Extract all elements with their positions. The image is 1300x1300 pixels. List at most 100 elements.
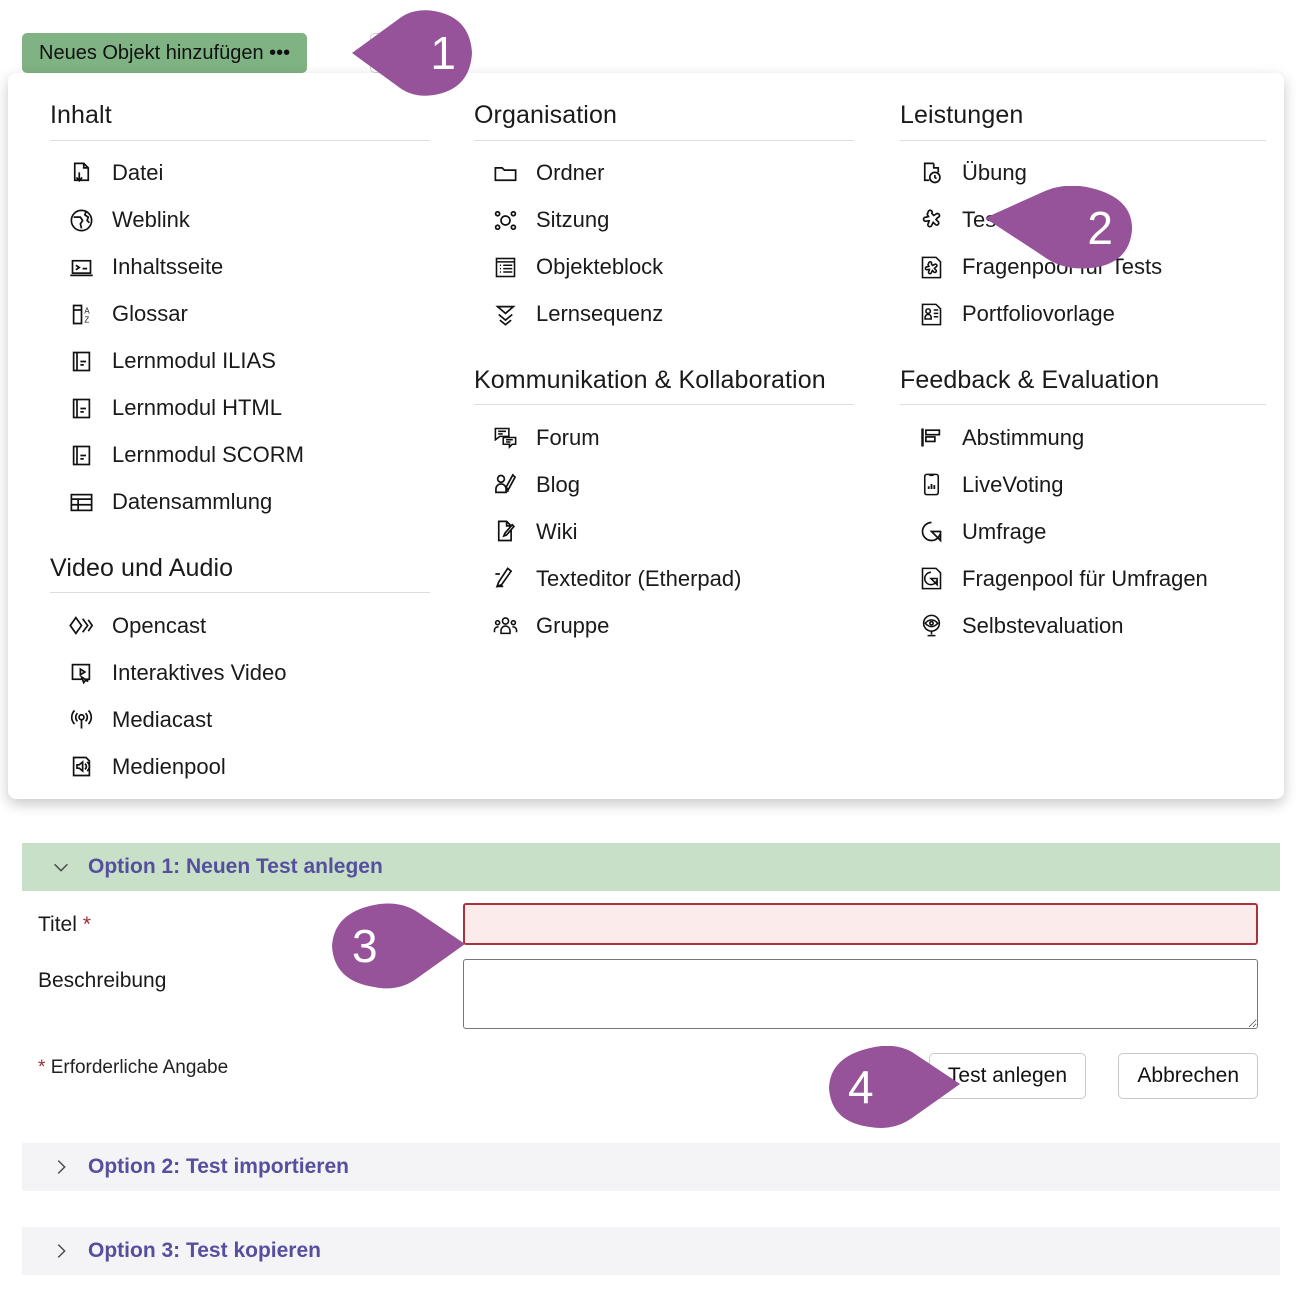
page-pencil-icon bbox=[490, 517, 520, 547]
puzzle-icon bbox=[916, 205, 946, 235]
create-test-button[interactable]: Test anlegen bbox=[928, 1053, 1086, 1099]
page-clock-icon bbox=[916, 158, 946, 188]
chevron-right-icon bbox=[50, 1240, 72, 1262]
menu-item-texteditor-etherpad[interactable]: Texteditor (Etherpad) bbox=[474, 555, 854, 602]
menu-item-interaktives-video[interactable]: Interaktives Video bbox=[50, 649, 430, 696]
session-nodes-icon bbox=[490, 205, 520, 235]
menu-item-ordner[interactable]: Ordner bbox=[474, 150, 854, 197]
broadcast-icon bbox=[66, 705, 96, 735]
menu-item-label: Selbstevaluation bbox=[962, 612, 1124, 638]
menu-item-medienpool[interactable]: Medienpool bbox=[50, 743, 430, 790]
accordion-title: Option 1: Neuen Test anlegen bbox=[88, 855, 383, 878]
menu-item-test[interactable]: Test bbox=[900, 197, 1266, 244]
title-input[interactable] bbox=[463, 903, 1258, 945]
menu-item-lernsequenz[interactable]: Lernsequenz bbox=[474, 291, 854, 338]
portfolio-person-icon bbox=[916, 299, 946, 329]
menu-item-label: Forum bbox=[536, 424, 600, 450]
menu-item-label: Lernsequenz bbox=[536, 301, 664, 326]
puzzle-page-icon bbox=[916, 252, 946, 282]
pie-page-icon bbox=[916, 564, 946, 594]
menu-item-label: Sitzung bbox=[536, 207, 610, 232]
menu-item-objekteblock[interactable]: Objekteblock bbox=[474, 244, 854, 291]
content-page-icon bbox=[66, 252, 96, 282]
menu-item-label: Ordner bbox=[536, 160, 605, 185]
dropdown-column-2: Organisation Ordner Sitzung Objekteblock bbox=[474, 101, 854, 649]
menu-item-label: Objekteblock bbox=[536, 254, 664, 279]
form-button-row: Test anlegen Abbrechen bbox=[463, 1053, 1258, 1101]
marker-teardrop-shape bbox=[352, 10, 472, 96]
description-textarea[interactable] bbox=[463, 959, 1258, 1029]
section-divider bbox=[474, 404, 854, 405]
required-note-text: Erforderliche Angabe bbox=[50, 1057, 229, 1078]
menu-item-livevoting[interactable]: LiveVoting bbox=[900, 461, 1266, 508]
section-video-und-audio: Video und Audio Opencast Interaktives Vi… bbox=[50, 554, 430, 791]
menu-item-opencast[interactable]: Opencast bbox=[50, 602, 430, 649]
etherpad-pencil-icon bbox=[490, 564, 520, 594]
menu-item-lernmodul-scorm[interactable]: Lernmodul SCORM bbox=[50, 432, 430, 479]
menu-item-label: Lernmodul HTML bbox=[112, 395, 282, 420]
svg-text:A: A bbox=[84, 306, 90, 315]
title-label-text: Titel bbox=[38, 913, 77, 936]
menu-item-selbstevaluation[interactable]: Selbstevaluation bbox=[900, 602, 1266, 649]
menu-item-fragenpool-fuer-umfragen[interactable]: Fragenpool für Umfragen bbox=[900, 555, 1266, 602]
menu-item-label: Lernmodul SCORM bbox=[112, 442, 304, 467]
menu-item-wiki[interactable]: Wiki bbox=[474, 508, 854, 555]
cancel-button[interactable]: Abbrechen bbox=[1118, 1053, 1258, 1099]
menu-item-label: Opencast bbox=[112, 612, 207, 638]
accordion-header-option-3[interactable]: Option 3: Test kopieren bbox=[22, 1227, 1280, 1275]
object-block-icon bbox=[490, 252, 520, 282]
interactive-video-icon bbox=[66, 658, 96, 688]
pie-survey-icon bbox=[916, 517, 946, 547]
menu-item-umfrage[interactable]: Umfrage bbox=[900, 508, 1266, 555]
menu-item-label: Weblink bbox=[112, 207, 190, 232]
menu-item-lernmodul-html[interactable]: Lernmodul HTML bbox=[50, 385, 430, 432]
section-divider bbox=[900, 404, 1266, 405]
menu-list-organisation: Ordner Sitzung Objekteblock Lernsequenz bbox=[474, 150, 854, 338]
menu-item-portfoliovorlage[interactable]: Portfoliovorlage bbox=[900, 291, 1266, 338]
menu-item-label: Portfoliovorlage bbox=[962, 301, 1115, 326]
menu-item-abstimmung[interactable]: Abstimmung bbox=[900, 414, 1266, 461]
add-new-object-button[interactable]: Neues Objekt hinzufügen ••• bbox=[22, 33, 308, 73]
menu-item-datensammlung[interactable]: Datensammlung bbox=[50, 479, 430, 526]
section-heading: Feedback & Evaluation bbox=[900, 365, 1160, 394]
menu-item-label: LiveVoting bbox=[962, 471, 1064, 497]
menu-item-weblink[interactable]: Weblink bbox=[50, 197, 430, 244]
title-field-label: Titel * bbox=[38, 913, 91, 937]
dropdown-column-3: Leistungen Übung Test Fragenpool für Tes… bbox=[900, 101, 1266, 649]
menu-item-datei[interactable]: Datei bbox=[50, 150, 430, 197]
section-kommunikation-kollaboration: Kommunikation & Kollaboration Forum Blog… bbox=[474, 366, 854, 650]
menu-item-forum[interactable]: Forum bbox=[474, 414, 854, 461]
marker-teardrop-shape bbox=[332, 903, 465, 989]
menu-item-sitzung[interactable]: Sitzung bbox=[474, 197, 854, 244]
accordion-header-option-1[interactable]: Option 1: Neuen Test anlegen bbox=[22, 843, 1280, 891]
section-heading: Leistungen bbox=[900, 101, 1024, 129]
menu-item-inhaltsseite[interactable]: Inhaltsseite bbox=[50, 244, 430, 291]
section-divider bbox=[50, 139, 430, 141]
menu-item-label: Fragenpool für Umfragen bbox=[962, 565, 1208, 591]
menu-item-label: Abstimmung bbox=[962, 424, 1085, 450]
menu-item-gruppe[interactable]: Gruppe bbox=[474, 602, 854, 649]
menu-list-kommunikation: Forum Blog Wiki Texteditor (Etherpad) Gr… bbox=[474, 414, 854, 649]
section-feedback-evaluation: Feedback & Evaluation Abstimmung LiveVot… bbox=[900, 366, 1266, 650]
section-heading: Video und Audio bbox=[50, 553, 234, 582]
table-grid-icon bbox=[66, 487, 96, 517]
section-heading: Kommunikation & Kollaboration bbox=[474, 365, 826, 394]
create-test-form: Titel * Beschreibung * Erforderliche Ang… bbox=[22, 891, 1280, 1141]
menu-item-label: Datensammlung bbox=[112, 489, 273, 514]
forum-bubbles-icon bbox=[490, 423, 520, 453]
group-people-icon bbox=[490, 611, 520, 641]
accordion-header-option-2[interactable]: Option 2: Test importieren bbox=[22, 1143, 1280, 1191]
menu-item-uebung[interactable]: Übung bbox=[900, 150, 1266, 197]
menu-item-mediacast[interactable]: Mediacast bbox=[50, 696, 430, 743]
description-field-label: Beschreibung bbox=[38, 969, 167, 992]
menu-item-label: Lernmodul ILIAS bbox=[112, 348, 276, 373]
menu-item-lernmodul-ilias[interactable]: Lernmodul ILIAS bbox=[50, 338, 430, 385]
menu-item-label: Gruppe bbox=[536, 612, 610, 638]
speaker-page-icon bbox=[66, 752, 96, 782]
marker-teardrop-shape bbox=[985, 185, 1133, 269]
required-note-asterisk: * bbox=[38, 1057, 46, 1078]
menu-item-blog[interactable]: Blog bbox=[474, 461, 854, 508]
